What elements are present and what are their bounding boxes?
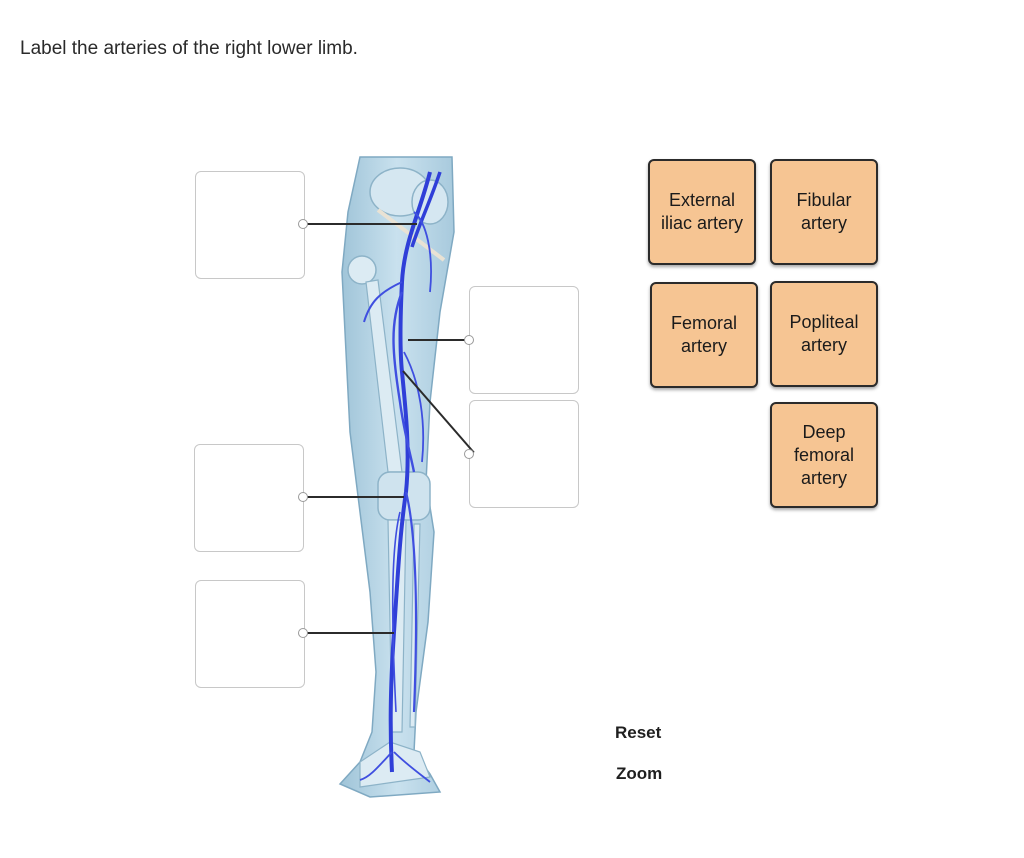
femur-head bbox=[347, 255, 377, 285]
label-external-iliac-artery[interactable]: External iliac artery bbox=[648, 159, 756, 265]
label-text: External iliac artery bbox=[660, 190, 744, 233]
drop-zone-1[interactable] bbox=[195, 171, 305, 279]
drop-zone-2-pin bbox=[464, 335, 474, 345]
label-text: Femoral artery bbox=[670, 313, 737, 356]
label-text: Fibular artery bbox=[796, 190, 852, 233]
leg-artery-illustration bbox=[338, 156, 455, 798]
reset-button[interactable]: Reset bbox=[615, 723, 662, 742]
drop-zone-5[interactable] bbox=[195, 580, 305, 688]
drop-zone-3-pin bbox=[464, 449, 474, 459]
label-deep-femoral-artery[interactable]: Deep femoral artery bbox=[770, 402, 878, 508]
drop-zone-5-pin bbox=[298, 628, 308, 638]
foot-bones bbox=[359, 741, 431, 788]
leader-line-5 bbox=[304, 632, 394, 634]
leader-line-1 bbox=[304, 223, 417, 225]
drop-zone-3[interactable] bbox=[469, 400, 579, 508]
leader-line-4 bbox=[304, 496, 404, 498]
drop-zone-2[interactable] bbox=[469, 286, 579, 394]
zoom-button[interactable]: Zoom bbox=[616, 764, 663, 783]
label-popliteal-artery[interactable]: Popliteal artery bbox=[770, 281, 878, 387]
question-prompt: Label the arteries of the right lower li… bbox=[20, 38, 358, 59]
drop-zone-4-pin bbox=[298, 492, 308, 502]
label-text: Popliteal artery bbox=[789, 312, 859, 355]
drop-zone-1-pin bbox=[298, 219, 308, 229]
label-text: Deep femoral artery bbox=[793, 421, 855, 488]
label-femoral-artery[interactable]: Femoral artery bbox=[650, 282, 758, 388]
drop-zone-4[interactable] bbox=[194, 444, 304, 552]
leader-line-2 bbox=[408, 339, 470, 341]
label-fibular-artery[interactable]: Fibular artery bbox=[770, 159, 878, 265]
